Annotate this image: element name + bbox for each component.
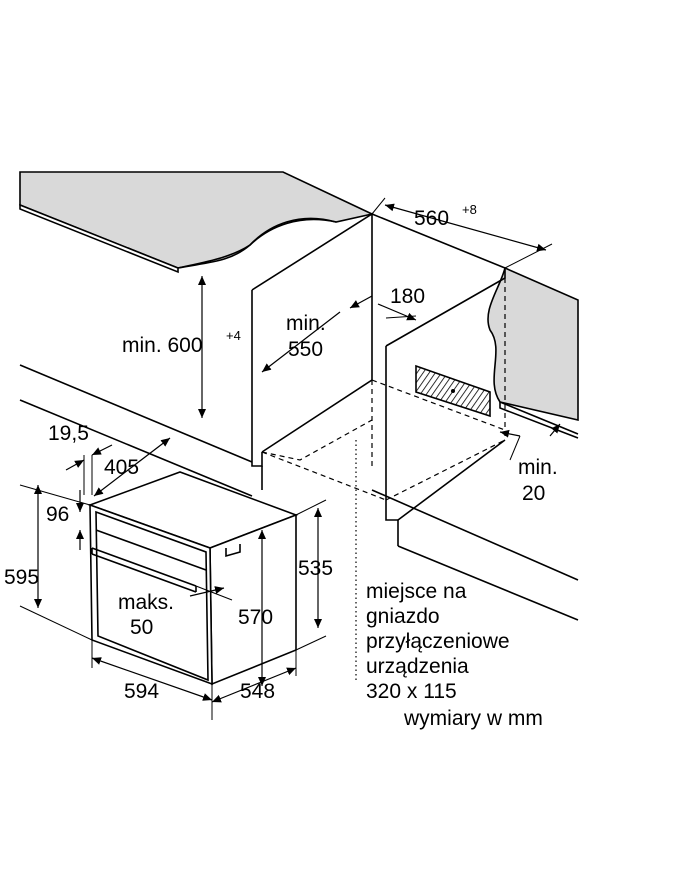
oven-depth-height-label: 535 (298, 557, 333, 580)
socket-note-line4: urządzenia (366, 655, 469, 678)
oven (87, 471, 299, 686)
worktop-left (19, 171, 375, 274)
oven-height-label: 595 (4, 566, 39, 589)
oven-width-label: 594 (124, 680, 159, 703)
height-min-tolerance: +4 (226, 328, 241, 343)
worktop-depth-label: 560 (414, 207, 449, 230)
socket-point (451, 389, 455, 393)
depth-min-label-line2: 550 (288, 338, 323, 361)
oven-front-inset-label: 405 (104, 456, 139, 479)
rear-gap-label-line1: min. (518, 456, 558, 479)
handle-depth-label-line2: 50 (130, 616, 153, 639)
oven-body-height-label: 570 (238, 606, 273, 629)
oven-trim-label: 19,5 (48, 422, 89, 445)
socket-note-line5: 320 x 115 (366, 680, 457, 703)
worktop-right (487, 266, 579, 439)
dimension-lines (19, 197, 561, 720)
handle-depth-label-line1: maks. (118, 591, 174, 614)
depth-min-label-line1: min. (286, 312, 326, 335)
vent-height-label: 180 (390, 285, 425, 308)
socket-note-line1: miejsce na (366, 580, 467, 603)
oven-top-offset-label: 96 (46, 503, 69, 526)
socket-note-line2: gniazdo (366, 605, 440, 628)
height-min-label: min. 600 (122, 334, 203, 357)
worktop-depth-tolerance: +8 (462, 202, 477, 217)
units-note: wymiary w mm (403, 707, 543, 730)
socket-note-line3: przyłączeniowe (366, 630, 510, 653)
rear-gap-label-line2: 20 (522, 482, 545, 505)
oven-depth-label: 548 (240, 680, 275, 703)
